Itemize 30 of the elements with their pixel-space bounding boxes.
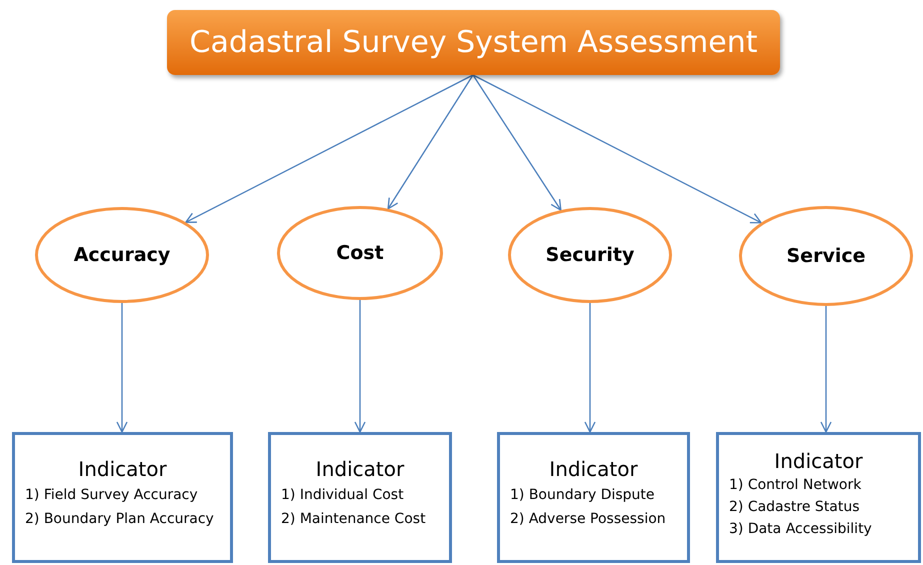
- category-label: Security: [546, 244, 634, 266]
- arrow: [387, 74, 474, 210]
- arrow: [472, 74, 562, 211]
- category-label: Service: [786, 245, 866, 267]
- arrow: [354, 300, 366, 433]
- indicator-item: 1) Control Network: [729, 477, 862, 493]
- indicator-box: [716, 432, 921, 563]
- arrow: [185, 74, 474, 223]
- arrow: [116, 303, 128, 433]
- indicator-heading: Indicator: [548, 457, 639, 481]
- arrow: [472, 74, 762, 224]
- indicator-heading: Indicator: [77, 457, 168, 481]
- indicator-item: 2) Adverse Possession: [510, 511, 667, 527]
- arrow: [584, 303, 596, 433]
- indicator-box: [12, 432, 233, 563]
- indicator-heading: Indicator: [314, 457, 406, 481]
- indicator-heading: Indicator: [773, 449, 864, 473]
- indicator-item: 1) Boundary Dispute: [510, 487, 656, 503]
- category-label: Cost: [336, 242, 384, 264]
- title-banner: Cadastral Survey System Assessment: [167, 10, 780, 75]
- arrow: [820, 306, 832, 433]
- indicator-item: 1) Individual Cost: [281, 487, 405, 503]
- indicator-item: 3) Data Accessibility: [729, 521, 873, 537]
- indicator-item: 1) Field Survey Accuracy: [25, 487, 199, 503]
- indicator-item: 2) Maintenance Cost: [281, 511, 427, 527]
- indicator-item: 2) Cadastre Status: [729, 499, 861, 515]
- indicator-item: 2) Boundary Plan Accuracy: [25, 511, 215, 527]
- indicator-box: [268, 432, 452, 563]
- category-label: Accuracy: [74, 244, 170, 266]
- indicator-box: [497, 432, 690, 563]
